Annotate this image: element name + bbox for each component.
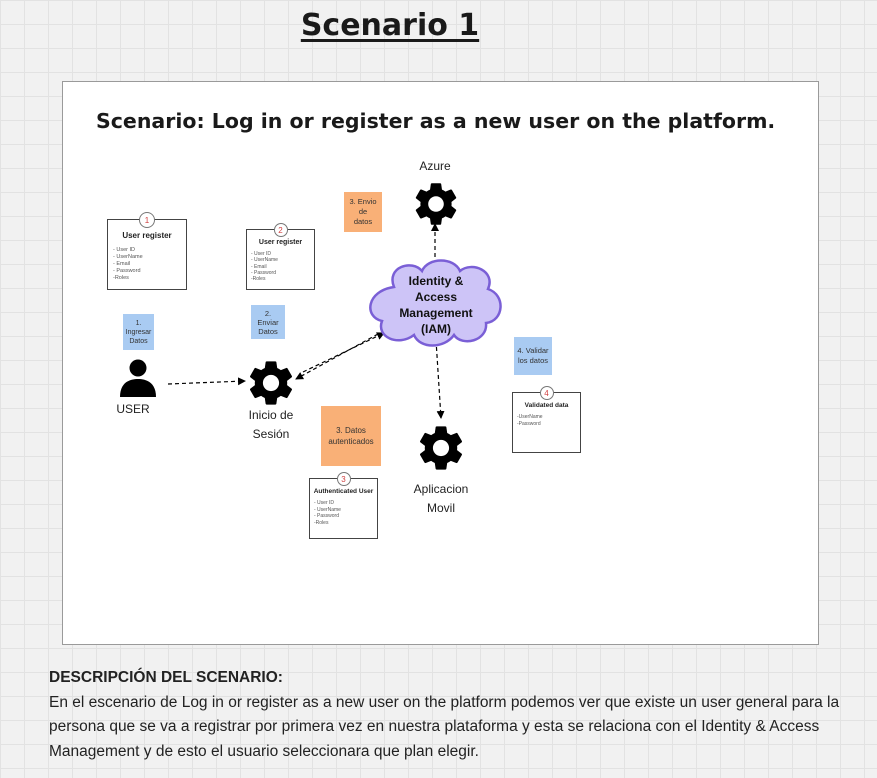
user-label: USER [116,402,150,416]
azure-label: Azure [419,159,451,173]
card-item: -Password [517,420,541,427]
diagram-heading: Scenario: Log in or register as a new us… [96,109,776,133]
iam-label-line: Management [399,306,473,320]
mobile-app-label-line: Movil [426,501,455,515]
card-item: - UserName [113,254,143,260]
card-item: - Email [251,263,267,270]
page-title: Scenario 1 [300,8,480,43]
sticky-line: Ingresar [125,328,152,336]
card-user-register-2: 2 User register - User ID - UserName - E… [246,223,315,290]
gear-icon [244,356,298,410]
card-item: -Roles [251,276,266,283]
card-item: - Email [113,261,131,267]
iam-cloud [369,259,502,347]
sticky-step-3-autenticados: 3. Datos autenticados [321,406,381,466]
user-icon [120,359,156,397]
iam-label-line: Identity & [408,274,464,288]
card-item: -UserName [517,414,543,420]
card-item: - Password [251,269,277,276]
card-item: - User ID [314,500,334,506]
sticky-line: autenticados [328,437,374,446]
login-label-line: Sesión [252,427,290,441]
iam-label-line: Access [414,290,458,304]
card-title: Validated data [524,402,569,409]
sticky-line: 4. Validar [517,346,549,355]
sticky-line: de [358,207,368,216]
card-item: -Roles [113,275,129,281]
sticky-line: los datos [517,356,548,365]
mobile-app-label-line: Aplicacion [413,482,469,496]
card-authenticated-user: 3 Authenticated User - User ID - UserNam… [309,472,378,539]
card-title: User register [258,239,303,246]
sticky-line: datos [353,217,373,226]
card-item: -Roles [314,519,329,526]
gear-icon [414,421,468,475]
sticky-line: Enviar [257,317,279,327]
card-item: - UserName [251,257,278,264]
card-validated-data: 4 Validated data -UserName -Password [512,386,581,453]
card-item: - Password [113,268,141,274]
card-number: 4 [539,386,554,400]
card-user-register-1: 1 User register - User ID - UserName - E… [107,212,187,290]
card-number: 2 [273,223,288,237]
mobile-app-label: Aplicacion Movil [396,480,486,518]
login-label: Inicio de Sesión [231,406,311,444]
card-number: 1 [139,212,155,228]
sticky-line: Datos [258,326,278,336]
sticky-line: 3. Envio [349,197,377,206]
card-number: 3 [336,472,351,486]
arrow-iam-to-login [295,333,379,380]
sticky-line: Datos [129,337,148,345]
arrow-user-to-login [167,377,246,386]
card-item: - User ID [251,251,271,257]
gear-icon [410,178,462,230]
iam-label: Identity & Access Management (IAM) [380,273,492,337]
scenario-description: DESCRIPCIÓN DEL SCENARIO: En el escenari… [49,666,875,764]
sticky-line: 3. Datos [336,426,366,435]
card-item: - Password [314,513,340,519]
iam-label-line: (IAM) [421,322,451,336]
card-item: - UserName [314,506,341,513]
card-title: User register [122,231,172,240]
card-item: - User ID [113,247,135,253]
sticky-line: 1. [135,319,142,327]
card-title: Authenticated User [313,488,374,495]
sticky-line: 2. [264,308,272,318]
diagram-frame [62,81,819,645]
arrow-iam-to-mobile [435,339,445,419]
arrow-login-to-iam [302,332,385,373]
description-text: En el escenario de Log in or register as… [49,693,840,760]
description-title: DESCRIPCIÓN DEL SCENARIO: [49,669,283,686]
login-label-line: Inicio de [248,408,294,422]
